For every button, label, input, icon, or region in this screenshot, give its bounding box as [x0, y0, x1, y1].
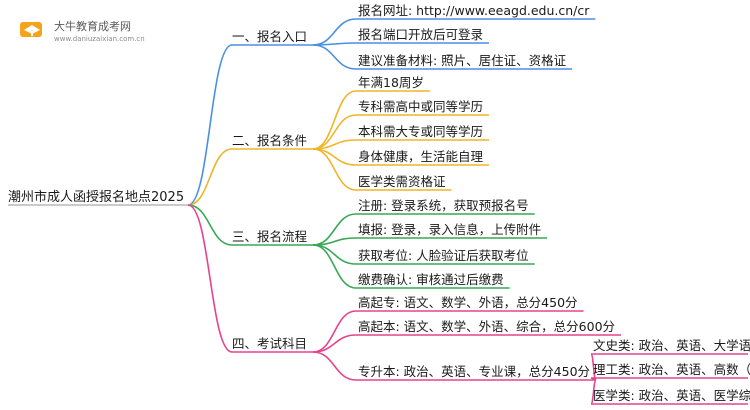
branch-connector-4: [187, 204, 233, 353]
child-label-2-2: 专科需高中或同等学历: [358, 99, 483, 114]
child-label-4-2: 高起本: 语文、数学、外语、综合，总分600分: [358, 319, 615, 334]
child-connector-3-1: [312, 213, 357, 246]
child-connector-2-4: [313, 148, 357, 166]
branch-connector-3: [188, 204, 233, 246]
grandchild-label-2: 理工类: 政治、英语、高数（二）: [593, 362, 750, 377]
branch-label-1: 一、报名入口: [232, 29, 307, 44]
root-node-label: 潮州市成人函授报名地点2025: [8, 189, 184, 205]
branch-connector-2: [187, 148, 233, 206]
site-logo: 大牛教育成考网 www.daniuzaixian.com.cn: [14, 12, 164, 52]
child-label-2-4: 身体健康，生活能自理: [358, 149, 484, 164]
branch-label-3: 三、报名流程: [232, 229, 308, 244]
child-label-3-2: 填报: 登录，录入信息，上传附件: [358, 222, 541, 237]
child-label-2-5: 医学类需资格证: [358, 174, 446, 189]
child-connector-1-1: [312, 18, 357, 46]
child-label-1-1: 报名网址: http://www.eeagd.edu.cn/cr: [358, 3, 590, 18]
grandchild-label-3: 医学类: 政治、英语、医学综合: [593, 388, 750, 403]
child-label-2-3: 本科需大专或同等学历: [358, 124, 483, 139]
child-connector-1-3: [312, 44, 357, 70]
grandchild-label-1: 文史类: 政治、英语、大学语文: [593, 338, 750, 353]
child-label-3-3: 获取考位: 人脸验证后获取考位: [358, 248, 529, 263]
child-connector-2-5: [312, 148, 357, 191]
child-label-1-3: 建议准备材料: 照片、居住证、资格证: [358, 53, 567, 68]
child-label-3-4: 缴费确认: 审核通过后缴费: [358, 272, 504, 287]
child-label-3-1: 注册: 登录系统，获取预报名号: [358, 198, 529, 213]
child-label-1-2: 报名端口开放后可登录: [358, 27, 483, 42]
child-connector-4-2: [312, 334, 357, 353]
child-connector-4-3: [312, 351, 357, 381]
child-connector-3-2: [313, 237, 357, 246]
child-connector-3-3: [312, 244, 357, 265]
graduation-book-icon: [20, 22, 42, 37]
branch-label-4: 四、考试科目: [232, 336, 307, 351]
child-connector-4-1: [312, 310, 357, 353]
branch-connector-1: [187, 44, 233, 206]
child-label-2-1: 年满18周岁: [358, 75, 424, 90]
child-label-4-3: 专升本: 政治、英语、专业课，总分450分: [358, 364, 590, 379]
logo-url: www.daniuzaixian.com.cn: [54, 35, 145, 43]
child-connector-2-1: [312, 90, 357, 150]
branch-label-2: 二、报名条件: [232, 133, 307, 148]
child-connector-3-4: [312, 244, 357, 289]
logo-title: 大牛教育成考网: [54, 20, 131, 33]
child-label-4-1: 高起专: 语文、数学、外语，总分450分: [358, 295, 578, 310]
